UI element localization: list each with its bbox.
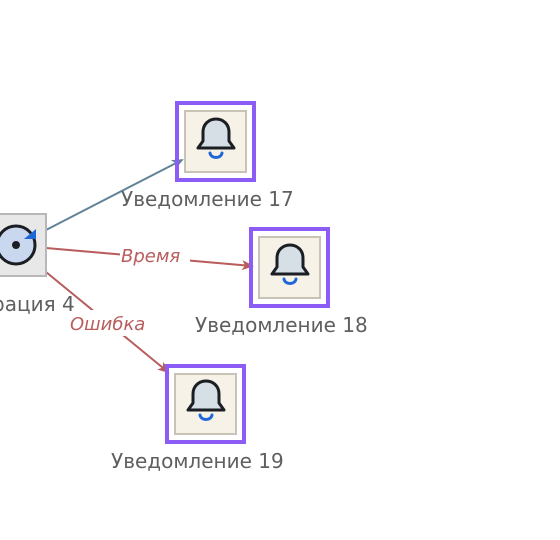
notification-label-19: Уведомление 19: [111, 449, 284, 473]
notification-label-18: Уведомление 18: [195, 313, 368, 337]
edge-label-time: Время: [121, 246, 180, 267]
source-node[interactable]: рация 4: [0, 213, 75, 316]
bell-icon: [270, 243, 310, 285]
notification-node-18[interactable]: Уведомление 18: [195, 227, 368, 337]
edge-label-error: Ошибка: [70, 314, 145, 335]
notification-label-17: Уведомление 17: [121, 187, 294, 211]
refresh-icon: [0, 224, 37, 266]
edge-source-to-n18[interactable]: Время: [45, 242, 254, 271]
edge-source-to-n17[interactable]: [45, 159, 184, 231]
source-node-label: рация 4: [0, 292, 75, 316]
edge-source-to-n19[interactable]: Ошибка: [45, 271, 170, 374]
notification-node-17[interactable]: Уведомление 17: [121, 101, 294, 211]
bell-icon: [196, 117, 236, 159]
bell-icon: [186, 379, 226, 421]
notification-node-19[interactable]: Уведомление 19: [111, 364, 284, 473]
